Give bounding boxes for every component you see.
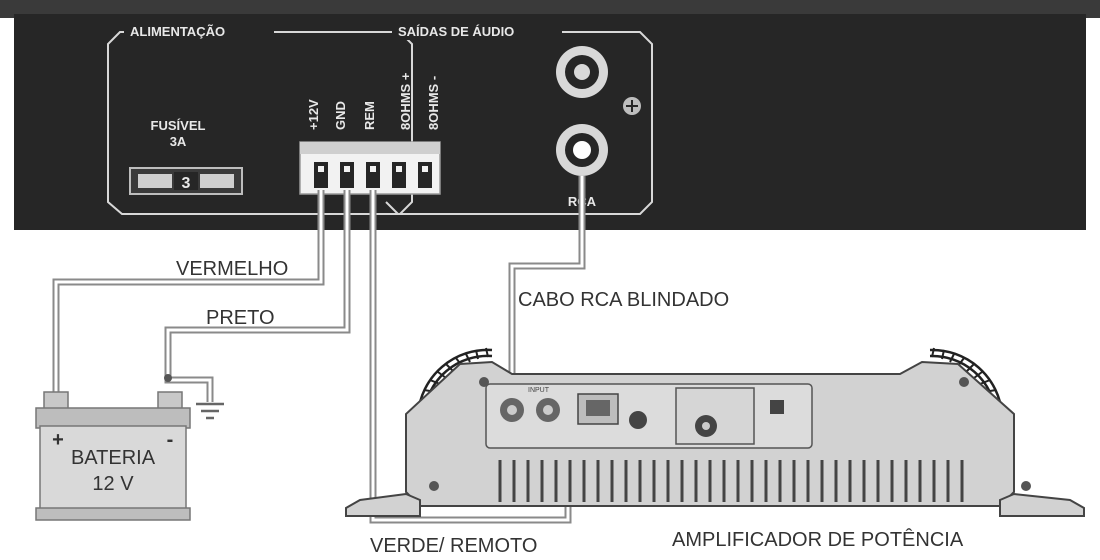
battery-minus: - (167, 429, 174, 451)
fuse-value: 3 (182, 175, 191, 192)
rca-jack-top (556, 46, 608, 98)
wire-label-red: VERMELHO (176, 258, 288, 280)
amplifier-label: AMPLIFICADOR DE POTÊNCIA (672, 528, 964, 551)
battery-voltage: 12 V (92, 473, 134, 495)
terminal-label-8ohms-plus: 8OHMS + (398, 72, 413, 130)
terminal-block (299, 141, 441, 195)
battery-plus: + (52, 429, 64, 451)
ground-screw-icon (623, 97, 641, 115)
wire-label-remote: VERDE/ REMOTO (370, 535, 537, 557)
wire-cores (54, 176, 584, 522)
wire-label-rca-cable: CABO RCA BLINDADO (518, 289, 729, 311)
top-strip (0, 0, 1100, 18)
audio-group-title: SAÍDAS DE ÁUDIO (398, 24, 514, 39)
audio-group-outline (385, 31, 653, 215)
fuse-label: FUSÍVEL (151, 118, 206, 133)
rca-jack-bottom (556, 124, 608, 176)
battery-title: BATERIA (71, 447, 156, 469)
power-group-title: ALIMENTAÇÃO (130, 24, 225, 39)
ground-junction (164, 374, 172, 382)
fuse-rating: 3A (170, 134, 187, 149)
terminal-label-12v: +12V (306, 99, 321, 130)
amp-input-label: INPUT (528, 387, 550, 394)
amplifier-icon (345, 347, 1085, 517)
terminal-label-gnd: GND (333, 101, 348, 130)
terminal-label-8ohms-minus: 8OHMS - (426, 76, 441, 130)
battery-icon (35, 391, 191, 521)
ground-icon (196, 402, 224, 420)
fuse-icon (129, 167, 243, 195)
wire-label-black: PRETO (206, 307, 275, 329)
terminal-label-rem: REM (362, 101, 377, 130)
